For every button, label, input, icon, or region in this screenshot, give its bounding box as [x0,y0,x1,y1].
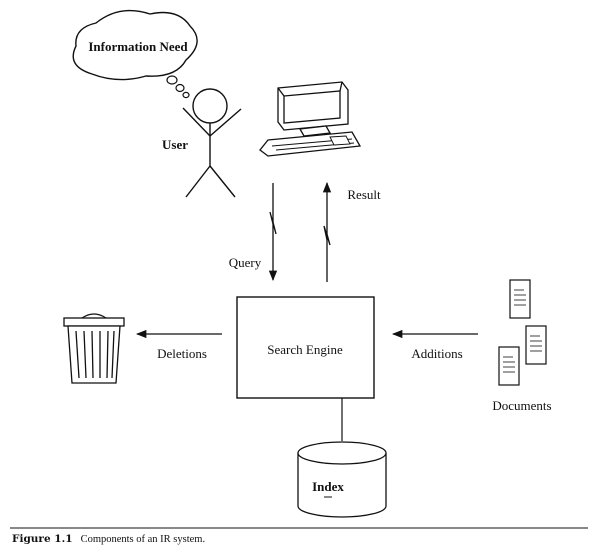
search-engine-label: Search Engine [267,342,343,357]
figure-caption: Figure 1.1 Components of an IR system. [12,533,205,545]
index-label: Index [312,479,344,494]
thought-bubble-small [182,91,190,99]
search-engine-box [236,296,375,399]
thought-bubble-mid [175,83,185,93]
computer-icon [259,81,362,157]
query-label: Query [229,255,262,270]
figure-caption-text: Components of an IR system. [80,534,206,545]
result-arrow [322,181,332,282]
result-label: Result [347,187,381,202]
index-cylinder [297,441,387,518]
documents-label: Documents [492,398,551,413]
figure-number: Figure 1.1 [12,533,73,545]
deletions-label: Deletions [157,346,207,361]
thought-cloud: Information Need [72,9,198,99]
thought-bubble-large [166,75,178,85]
additions-label: Additions [411,346,462,361]
trash-can-icon [63,313,125,384]
query-arrow [268,183,278,282]
user-figure [182,88,242,198]
user-label: User [162,137,188,152]
information-need-label: Information Need [88,39,188,54]
documents-icon [498,279,547,386]
